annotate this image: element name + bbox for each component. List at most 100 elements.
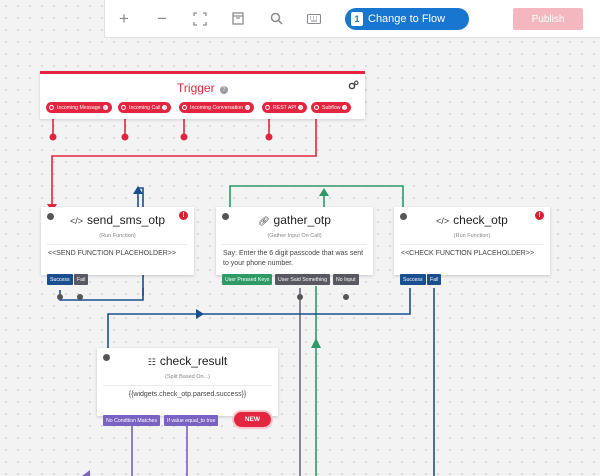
plus-icon: + — [119, 8, 129, 28]
trigger-widget[interactable]: Trigger ? Incoming Message? Incoming Cal… — [40, 71, 365, 119]
widget-gather-otp[interactable]: 🔗︎gather_otp (Gather Input On Call) Say:… — [216, 207, 373, 275]
widget-body: {{widgets.check_otp.parsed.success}} — [128, 391, 247, 398]
radio-icon — [265, 105, 270, 110]
widget-type: (Run Function) — [99, 233, 136, 239]
fit-view-button[interactable] — [181, 0, 219, 38]
trigger-incoming-call[interactable]: Incoming Call? — [118, 102, 172, 113]
output-success[interactable]: Success — [400, 274, 426, 285]
output-fail[interactable]: Fail — [74, 274, 89, 285]
output-user-pressed-keys[interactable]: User Pressed Keys — [222, 274, 273, 285]
output-no-condition-matches[interactable]: No Condition Matches — [103, 415, 161, 426]
gear-icon[interactable] — [348, 80, 359, 94]
trigger-port[interactable] — [49, 133, 57, 141]
input-port[interactable] — [222, 213, 229, 220]
code-icon: </> — [69, 216, 83, 226]
trigger-incoming-message[interactable]: Incoming Message? — [46, 102, 112, 113]
change-to-flow-label: Change to Flow — [368, 13, 446, 25]
publish-button[interactable]: Publish — [513, 8, 583, 30]
error-icon[interactable]: ! — [535, 211, 544, 220]
minus-icon: − — [157, 8, 167, 28]
search-icon — [270, 12, 283, 25]
zoom-in-button[interactable]: + — [105, 0, 143, 38]
widget-type: (Run Function) — [453, 233, 491, 239]
help-icon: ? — [162, 105, 168, 110]
connector-arrow — [82, 470, 90, 476]
new-transition-badge[interactable]: NEW — [234, 412, 271, 427]
radio-icon — [314, 105, 319, 110]
divider — [400, 244, 544, 245]
radio-icon — [121, 105, 126, 110]
divider — [103, 385, 272, 386]
input-port[interactable] — [400, 213, 407, 220]
widget-name: gather_otp — [273, 213, 331, 227]
widget-title: </>send_sms_otp — [41, 213, 194, 227]
trigger-incoming-conversation[interactable]: Incoming Conversation? — [179, 102, 255, 113]
trigger-title-text: Trigger — [177, 81, 215, 95]
connector-arrow — [196, 309, 204, 319]
widget-send-sms-otp[interactable]: </>send_sms_otp ! (Run Function) <<SEND … — [41, 207, 194, 275]
radio-icon — [49, 105, 54, 110]
pill-label: Incoming Message — [57, 104, 101, 111]
change-count-badge: 1 — [351, 12, 363, 26]
input-port[interactable] — [103, 354, 110, 361]
keyboard-icon — [307, 13, 321, 24]
trigger-title: Trigger ? — [40, 81, 365, 95]
panel-icon — [232, 12, 244, 25]
widget-title: </>check_otp — [394, 213, 550, 227]
pill-label: Incoming Call — [129, 104, 161, 111]
connector-gather-keys — [229, 185, 404, 210]
help-icon: ? — [298, 105, 304, 110]
connector-stub — [52, 111, 270, 136]
output-success[interactable]: Success — [47, 274, 73, 285]
output-port[interactable] — [297, 294, 303, 300]
widget-type: (Gather Input On Call) — [267, 233, 322, 239]
output-port[interactable] — [343, 294, 349, 300]
connector-check-success — [107, 288, 411, 350]
widget-body: <<CHECK FUNCTION PLACEHOLDER>> — [401, 250, 535, 257]
widget-body: <<SEND FUNCTION PLACEHOLDER>> — [48, 250, 176, 257]
output-port[interactable] — [57, 294, 63, 300]
toolbar: + − 1 Change to Flow Publish — [104, 0, 600, 38]
trigger-port[interactable] — [121, 133, 129, 141]
output-port[interactable] — [77, 294, 83, 300]
change-to-flow-button[interactable]: 1 Change to Flow — [345, 8, 469, 30]
link-icon: 🔗︎ — [258, 216, 270, 226]
connector-send-success — [59, 288, 144, 301]
connector-arrow — [311, 338, 321, 348]
fullscreen-icon — [193, 11, 207, 26]
pill-label: Subflow — [322, 104, 341, 111]
error-icon[interactable]: ! — [179, 211, 188, 220]
widget-check-result[interactable]: ☷check_result (Split Based On...) {{widg… — [97, 348, 278, 416]
divider — [222, 244, 367, 245]
search-button[interactable] — [257, 0, 295, 38]
output-no-input[interactable]: No Input — [333, 274, 359, 285]
widget-body: Say: Enter the 6 digit passcode that was… — [223, 250, 364, 267]
widget-title: ☷check_result — [97, 354, 278, 368]
keyboard-shortcuts-button[interactable] — [295, 0, 333, 38]
trigger-rest-api[interactable]: REST API? — [262, 102, 308, 113]
zoom-out-button[interactable]: − — [143, 0, 181, 38]
widget-name: check_otp — [453, 213, 508, 227]
trigger-port[interactable] — [180, 133, 188, 141]
split-icon: ☷ — [147, 357, 156, 367]
connector-arrow — [319, 188, 329, 196]
radio-icon — [182, 105, 187, 110]
input-port[interactable] — [47, 213, 54, 220]
output-user-said-something[interactable]: User Said Something — [275, 274, 331, 285]
output-fail[interactable]: Fail — [427, 274, 442, 285]
help-icon[interactable]: ? — [219, 86, 228, 94]
widget-library-button[interactable] — [219, 0, 257, 38]
help-icon: ? — [245, 105, 251, 110]
widget-name: send_sms_otp — [86, 213, 166, 227]
help-icon: ? — [342, 105, 348, 110]
pill-label: REST API — [273, 104, 297, 111]
widget-name: check_result — [159, 354, 228, 368]
widget-type: (Split Based On...) — [165, 374, 210, 380]
divider — [47, 244, 188, 245]
output-if-value-equal-true[interactable]: If value equal_to true — [164, 415, 219, 426]
connector-trigger-send-sms — [51, 112, 317, 210]
trigger-subflow[interactable]: Subflow? — [311, 102, 352, 113]
trigger-port[interactable] — [265, 133, 273, 141]
widget-check-otp[interactable]: </>check_otp ! (Run Function) <<CHECK FU… — [394, 207, 550, 275]
